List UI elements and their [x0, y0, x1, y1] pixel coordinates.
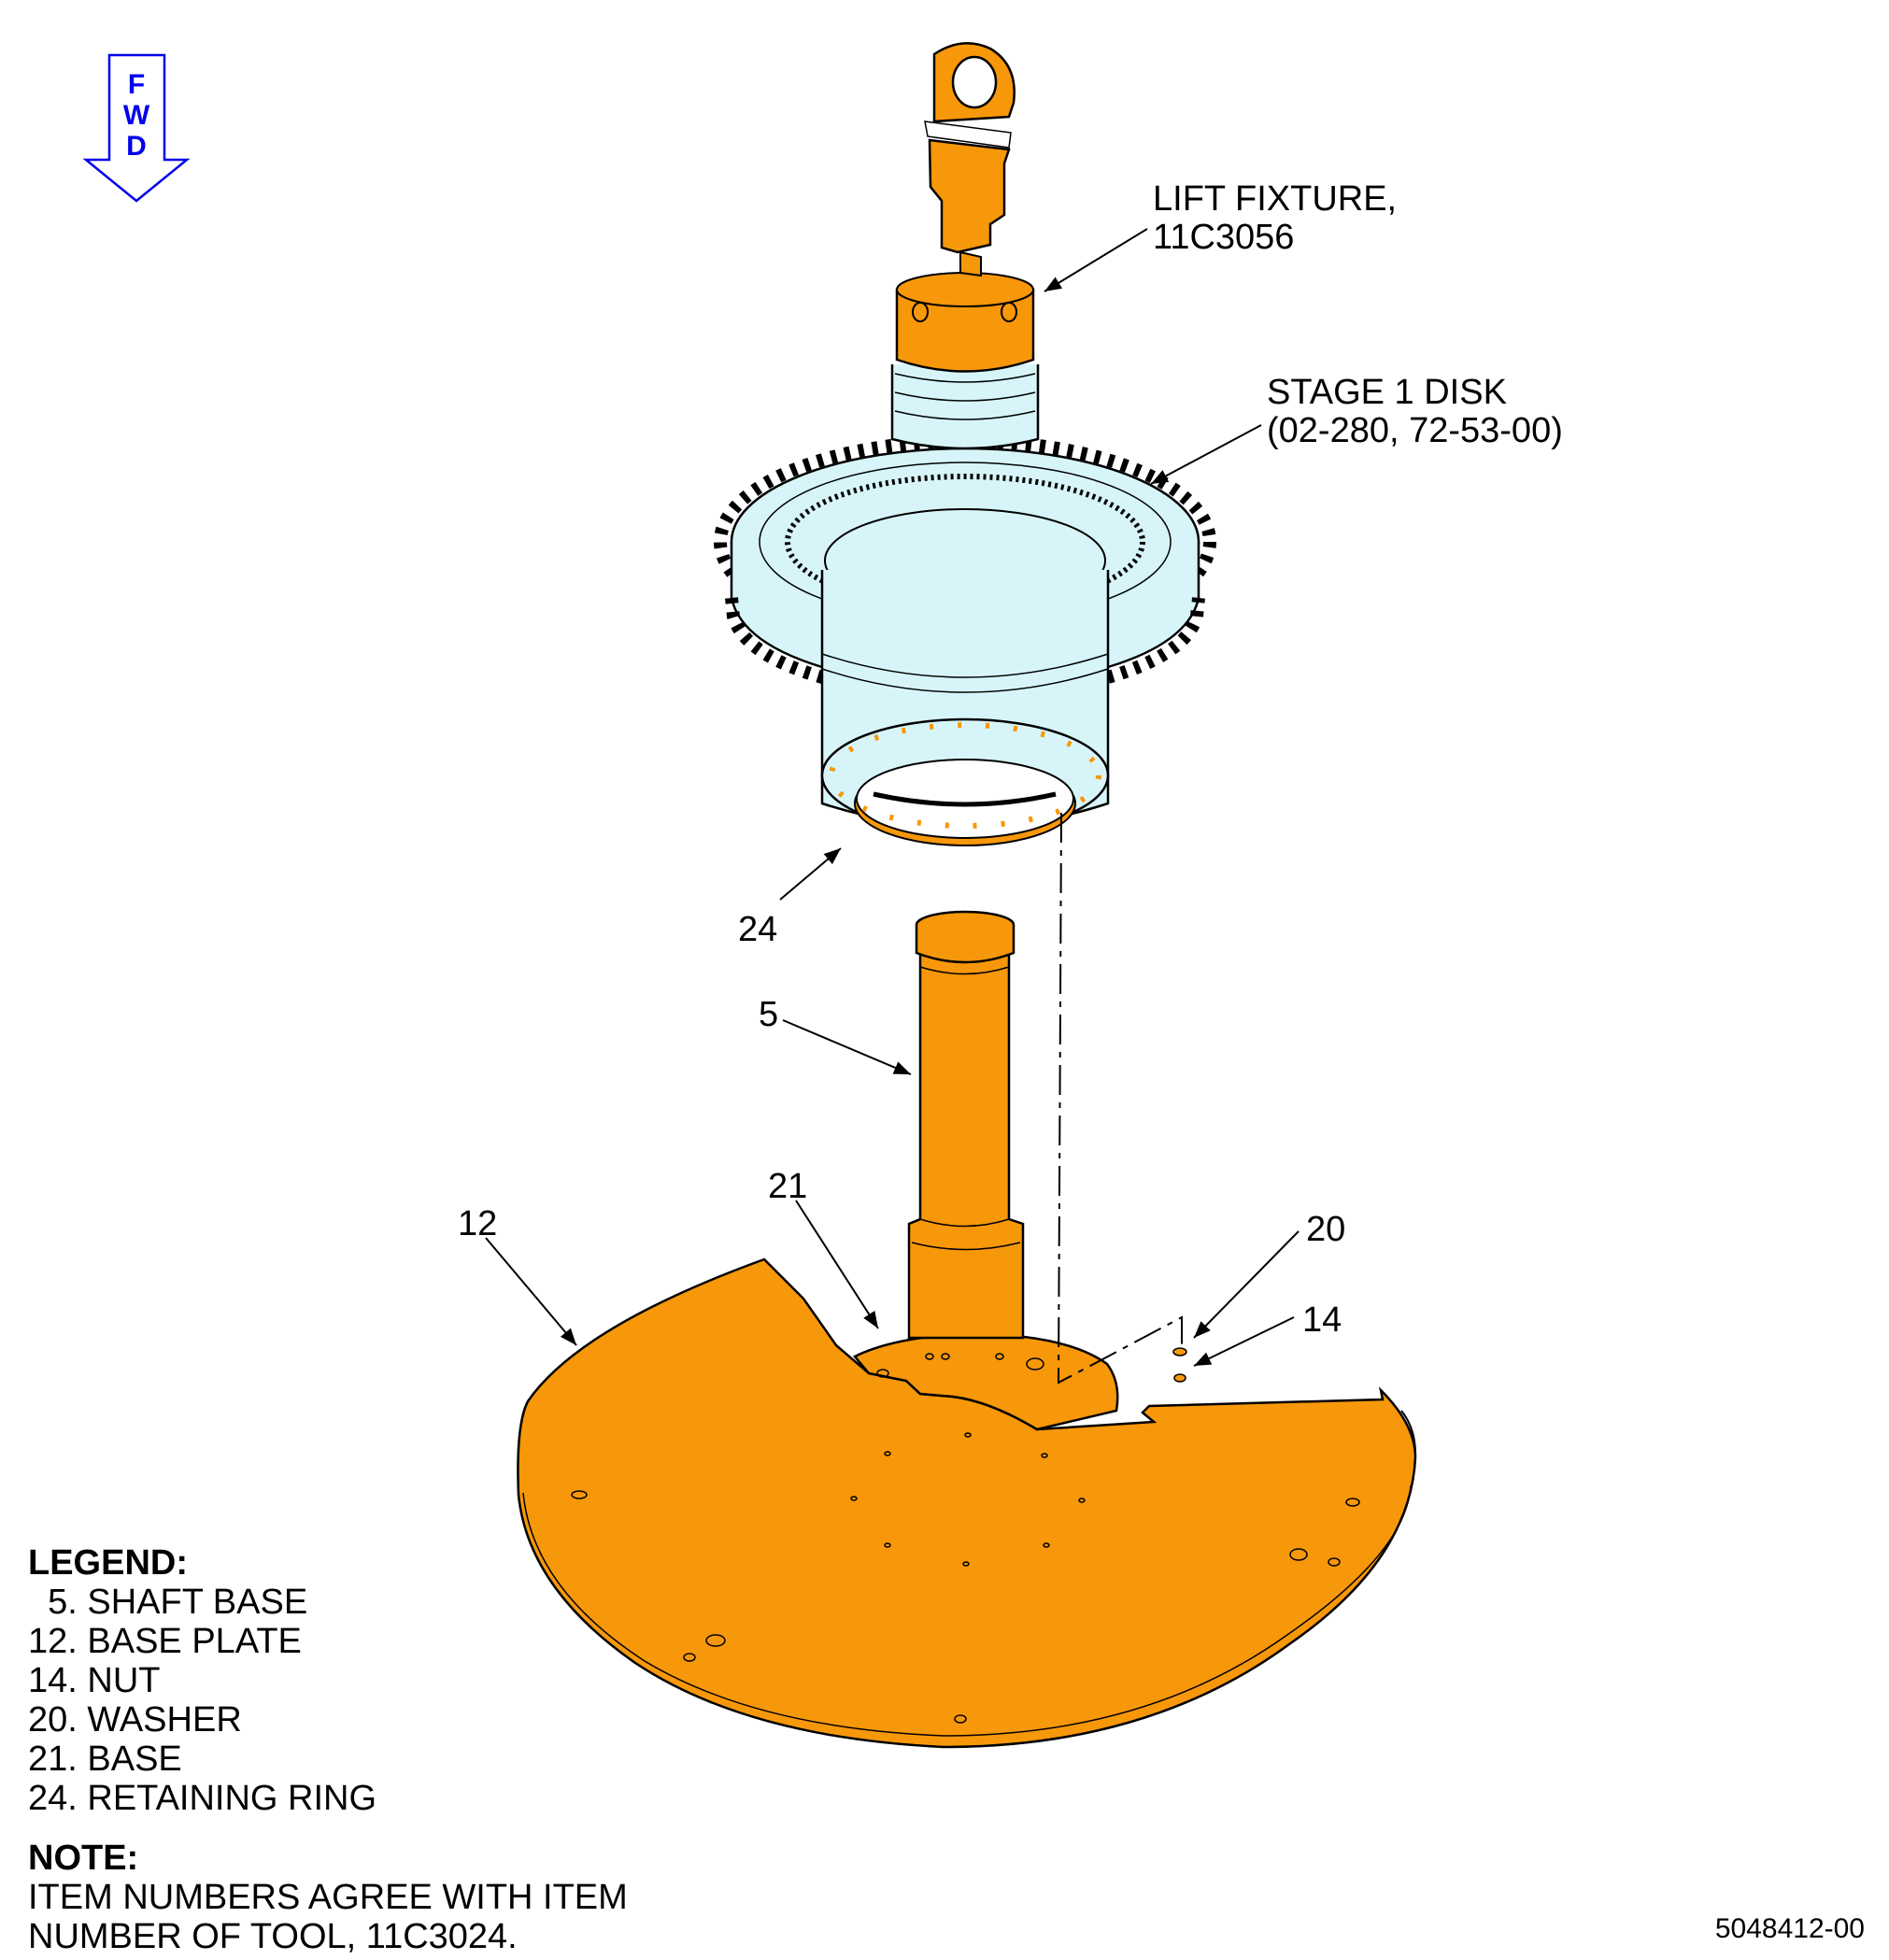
- callout-item-21: 21: [768, 1167, 807, 1206]
- legend-title: LEGEND:: [28, 1543, 188, 1583]
- callout-lift-fixture-line1: LIFT FIXTURE,: [1153, 179, 1397, 219]
- legend: LEGEND: 5. SHAFT BASE 12. BASE PLATE 14.…: [28, 1543, 376, 1818]
- callout-item-12: 12: [458, 1204, 497, 1243]
- callout-stage1-disk-line1: STAGE 1 DISK: [1267, 373, 1507, 412]
- fwd-arrow-icon: [82, 53, 191, 203]
- callout-item-24: 24: [738, 910, 777, 949]
- base-plate-shape: [517, 1257, 1417, 1749]
- nut-part: [1173, 1373, 1186, 1383]
- note-title: NOTE:: [28, 1839, 139, 1878]
- callout-stage1-disk-line2: (02-280, 72-53-00): [1267, 411, 1563, 450]
- fwd-letter-w: W: [123, 100, 150, 131]
- legend-item: 14. NUT: [28, 1661, 161, 1700]
- leader-lines: [485, 228, 1300, 1367]
- legend-item: 21. BASE: [28, 1740, 182, 1779]
- note-line: NUMBER OF TOOL, 11C3024.: [28, 1917, 518, 1956]
- legend-item: 20. WASHER: [28, 1700, 242, 1740]
- callout-item-5: 5: [759, 995, 778, 1034]
- note-line: ITEM NUMBERS AGREE WITH ITEM: [28, 1878, 628, 1917]
- note: NOTE: ITEM NUMBERS AGREE WITH ITEM NUMBE…: [28, 1839, 628, 1956]
- legend-item: 12. BASE PLATE: [28, 1622, 302, 1661]
- legend-item: 24. RETAINING RING: [28, 1779, 377, 1818]
- callout-item-20: 20: [1306, 1210, 1345, 1249]
- callout-item-14: 14: [1302, 1300, 1342, 1340]
- legend-item: 5. SHAFT BASE: [28, 1583, 308, 1622]
- stage1-disk-shape: [714, 364, 1216, 846]
- callout-lift-fixture-line2: 11C3056: [1153, 218, 1294, 257]
- fwd-letter-d: D: [126, 131, 147, 162]
- assembly-center-line: [1057, 812, 1183, 1385]
- washer-part: [1172, 1347, 1187, 1356]
- figure-id: 5048412-00: [1714, 1913, 1865, 1944]
- shaft-base-shape: [907, 910, 1025, 1340]
- fwd-letter-f: F: [128, 69, 145, 100]
- lift-fixture-shape: [895, 42, 1035, 373]
